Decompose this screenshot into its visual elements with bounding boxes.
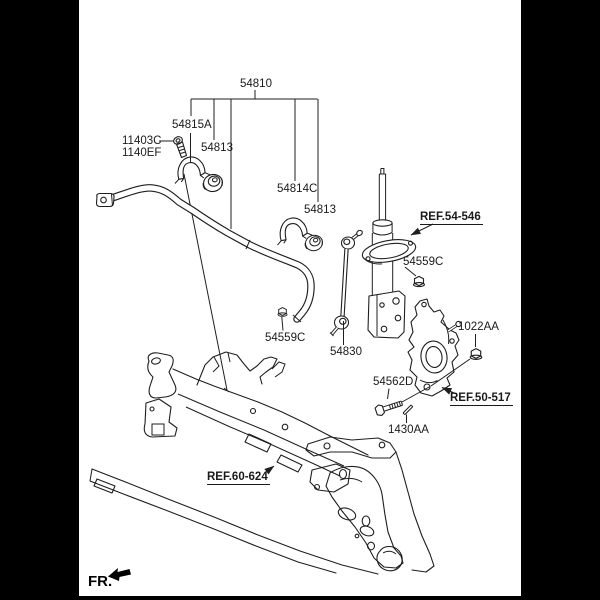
left-mask-bar	[0, 0, 79, 600]
strut-assembly-drawing[interactable]	[361, 168, 418, 339]
crossmember-drawing[interactable]	[89, 351, 435, 575]
mount-bolt-drawing[interactable]	[172, 135, 188, 159]
bracket-54815a-drawing[interactable]	[171, 154, 211, 184]
cotter-pin-drawing[interactable]	[402, 404, 414, 415]
bushing-left-drawing[interactable]	[201, 172, 224, 194]
knuckle-bolt-drawing[interactable]	[374, 398, 404, 417]
part-label-54813-left[interactable]: 54813	[201, 142, 233, 154]
ref-link-knuckle[interactable]: REF.50-517	[450, 392, 513, 406]
bottom-mask-bar	[0, 596, 600, 600]
ref-link-strut[interactable]: REF.54-546	[420, 211, 483, 225]
part-label-1430aa[interactable]: 1430AA	[388, 424, 429, 436]
stabilizer-bar-drawing[interactable]	[95, 184, 315, 323]
bracket-54814c-drawing[interactable]	[273, 215, 313, 246]
part-label-54562d[interactable]: 54562D	[373, 376, 414, 388]
front-direction-label: FR.	[88, 573, 113, 590]
part-label-54559c-upper[interactable]: 54559C	[403, 256, 444, 268]
fr-direction-arrow-icon	[108, 568, 131, 581]
knuckle-drawing[interactable]	[407, 298, 462, 397]
part-label-54815a[interactable]: 54815A	[172, 119, 212, 131]
callout-lines	[159, 90, 476, 475]
ref-link-crossmember[interactable]: REF.60-624	[207, 471, 270, 485]
part-label-1022aa[interactable]: 1022AA	[458, 321, 499, 333]
flange-nut-lower-drawing[interactable]	[277, 307, 288, 317]
part-label-54814c[interactable]: 54814C	[277, 183, 318, 195]
part-label-54813-right[interactable]: 54813	[304, 204, 336, 216]
stabilizer-link-drawing[interactable]	[329, 229, 363, 337]
part-label-54559c-lower[interactable]: 54559C	[265, 332, 306, 344]
part-label-54830[interactable]: 54830	[330, 346, 362, 358]
part-label-1140ef[interactable]: 1140EF	[122, 146, 162, 159]
bar-eye-end	[95, 192, 115, 208]
right-mask-bar	[521, 0, 600, 600]
part-label-11403c[interactable]: 11403C	[122, 135, 162, 147]
flange-nut-upper-drawing[interactable]	[413, 275, 425, 288]
hub-nut-drawing[interactable]	[469, 348, 483, 360]
part-label-54810[interactable]: 54810	[240, 78, 272, 90]
bushing-right-drawing[interactable]	[303, 233, 324, 252]
